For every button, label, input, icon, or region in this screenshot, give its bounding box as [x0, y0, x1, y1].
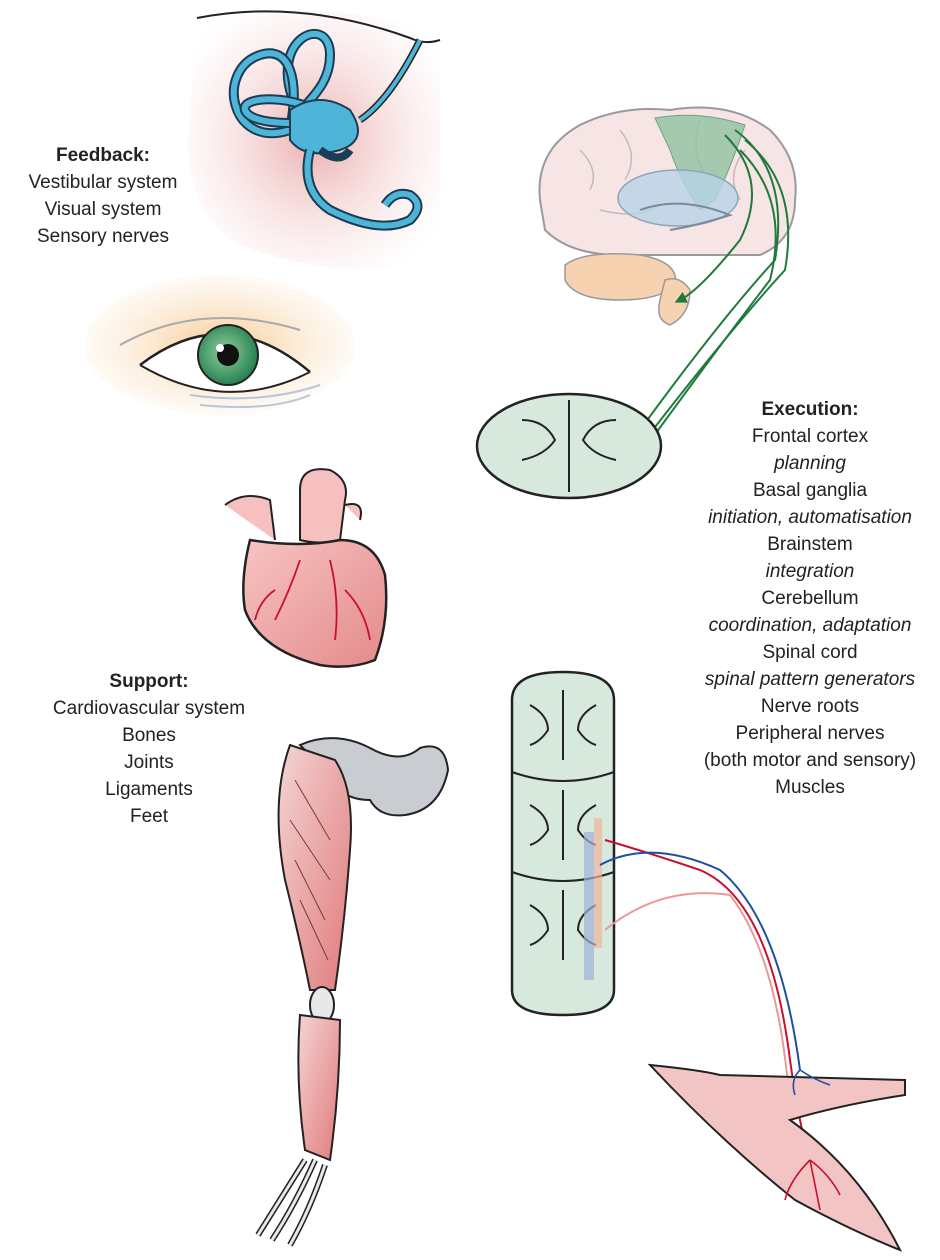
feedback-label-group: Feedback: Vestibular system Visual syste…: [18, 142, 188, 250]
execution-item: Peripheral nerves: [690, 720, 930, 747]
feedback-item: Sensory nerves: [18, 223, 188, 250]
spinal-cord-cross-section: [477, 394, 661, 498]
lower-leg: [298, 1015, 340, 1160]
vestibular-system-illustration: [188, 10, 440, 269]
cerebellum: [565, 254, 676, 300]
execution-item: Muscles: [690, 774, 930, 801]
heart-body: [243, 540, 386, 667]
feedback-item: Vestibular system: [18, 169, 188, 196]
vestibule: [290, 100, 358, 153]
brainstem: [659, 279, 690, 325]
support-item: Feet: [44, 803, 254, 830]
execution-item: spinal pattern generators: [690, 666, 930, 693]
execution-title: Execution:: [690, 396, 930, 423]
feedback-title: Feedback:: [18, 142, 188, 169]
execution-item: coordination, adaptation: [690, 612, 930, 639]
support-item: Joints: [44, 749, 254, 776]
feedback-item: Visual system: [18, 196, 188, 223]
execution-item: integration: [690, 558, 930, 585]
peripheral-nerves: [600, 840, 905, 1250]
support-title: Support:: [44, 668, 254, 695]
execution-item: Brainstem: [690, 531, 930, 558]
support-item: Bones: [44, 722, 254, 749]
motor-pool-column: [584, 832, 594, 980]
execution-item: Spinal cord: [690, 639, 930, 666]
support-item: Cardiovascular system: [44, 695, 254, 722]
support-item: Ligaments: [44, 776, 254, 803]
muscle-sheet: [650, 1065, 905, 1250]
execution-item: Frontal cortex: [690, 423, 930, 450]
execution-item: Nerve roots: [690, 693, 930, 720]
foot-bones: [258, 1160, 325, 1245]
execution-item: initiation, automatisation: [690, 504, 930, 531]
eye-highlight: [216, 344, 224, 352]
execution-item: (both motor and sensory): [690, 747, 930, 774]
heart-illustration: [225, 469, 386, 667]
spinal-cord-segments: [512, 672, 614, 1015]
leg-illustration: [258, 738, 448, 1245]
support-label-group: Support: Cardiovascular system Bones Joi…: [44, 668, 254, 830]
eye-illustration: [85, 275, 355, 415]
motor-pool-column-2: [594, 818, 602, 948]
execution-label-group: Execution: Frontal cortex planning Basal…: [690, 396, 930, 801]
execution-item: Cerebellum: [690, 585, 930, 612]
execution-item: planning: [690, 450, 930, 477]
aorta: [300, 469, 346, 542]
execution-item: Basal ganglia: [690, 477, 930, 504]
thigh-muscles: [279, 745, 351, 990]
